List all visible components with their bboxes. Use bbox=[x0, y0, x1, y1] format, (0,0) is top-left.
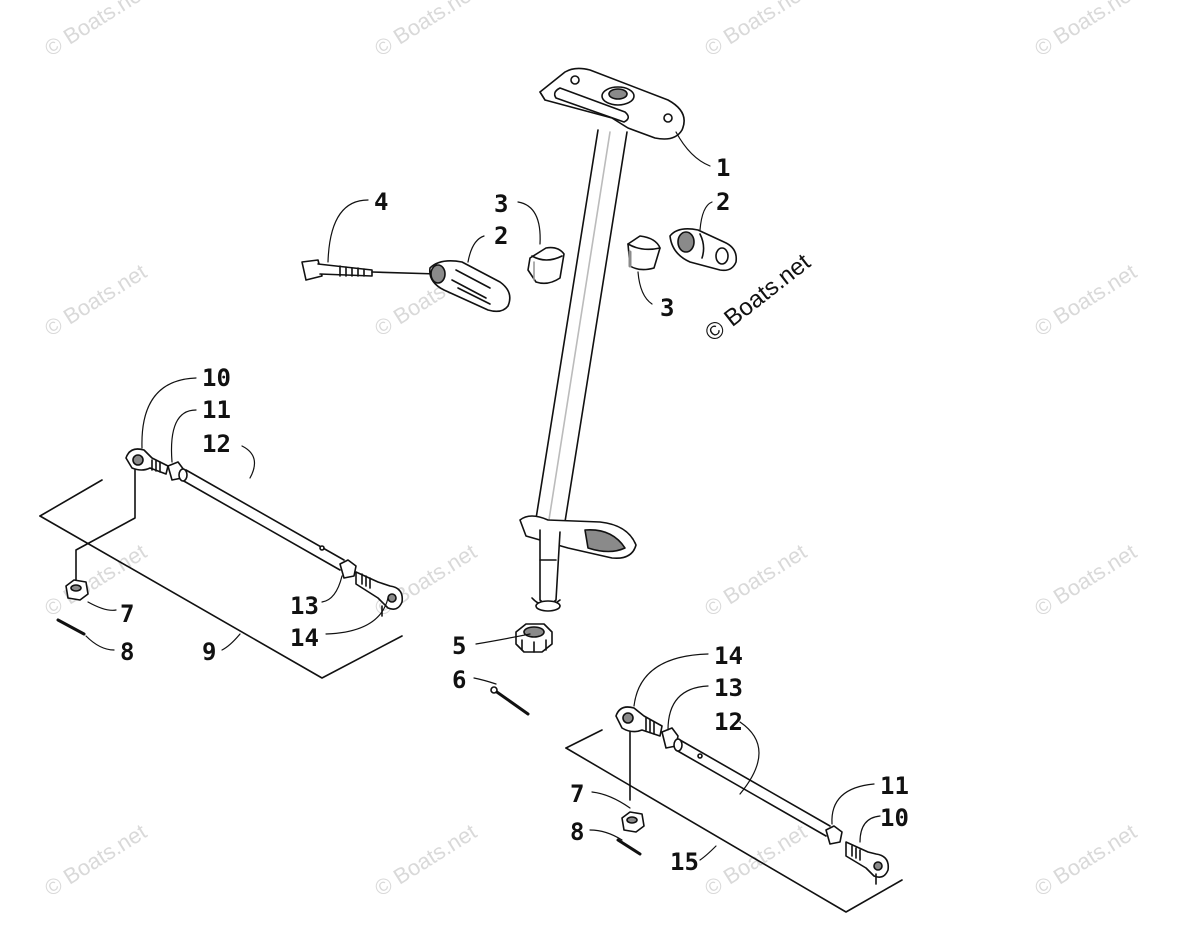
cotter-pin bbox=[490, 686, 530, 716]
callout-15: 15 bbox=[670, 848, 699, 876]
clamp-left bbox=[428, 260, 511, 313]
callout-9: 9 bbox=[202, 638, 216, 666]
callout-2: 2 bbox=[494, 222, 508, 250]
callout-13: 13 bbox=[714, 674, 743, 702]
callout-3: 3 bbox=[494, 190, 508, 218]
leader-lines bbox=[85, 131, 881, 861]
tie-rod-assembly-left bbox=[39, 448, 404, 679]
callout-7: 7 bbox=[570, 780, 584, 808]
callout-11: 11 bbox=[202, 396, 231, 424]
clamp-right bbox=[669, 228, 738, 272]
callout-10: 10 bbox=[880, 804, 909, 832]
callout-7: 7 bbox=[120, 600, 134, 628]
callout-13: 13 bbox=[290, 592, 319, 620]
steering-post bbox=[519, 67, 685, 612]
callout-11: 11 bbox=[880, 772, 909, 800]
castle-nut bbox=[515, 623, 553, 653]
bolt bbox=[301, 259, 439, 281]
callout-12: 12 bbox=[202, 430, 231, 458]
callout-2: 2 bbox=[716, 188, 730, 216]
callout-14: 14 bbox=[290, 624, 319, 652]
callout-6: 6 bbox=[452, 666, 466, 694]
callout-10: 10 bbox=[202, 364, 231, 392]
callout-1: 1 bbox=[716, 154, 730, 182]
callout-5: 5 bbox=[452, 632, 466, 660]
tie-rod-assembly-right bbox=[565, 706, 903, 913]
callout-12: 12 bbox=[714, 708, 743, 736]
callout-numbers: 1 2 2 3 3 4 5 6 7 8 9 10 11 12 13 14 7 8… bbox=[120, 154, 909, 876]
callout-3: 3 bbox=[660, 294, 674, 322]
callout-4: 4 bbox=[374, 188, 388, 216]
bushing-right bbox=[627, 235, 661, 271]
callout-8: 8 bbox=[120, 638, 134, 666]
callout-8: 8 bbox=[570, 818, 584, 846]
callout-14: 14 bbox=[714, 642, 743, 670]
bushing-left bbox=[527, 246, 565, 285]
